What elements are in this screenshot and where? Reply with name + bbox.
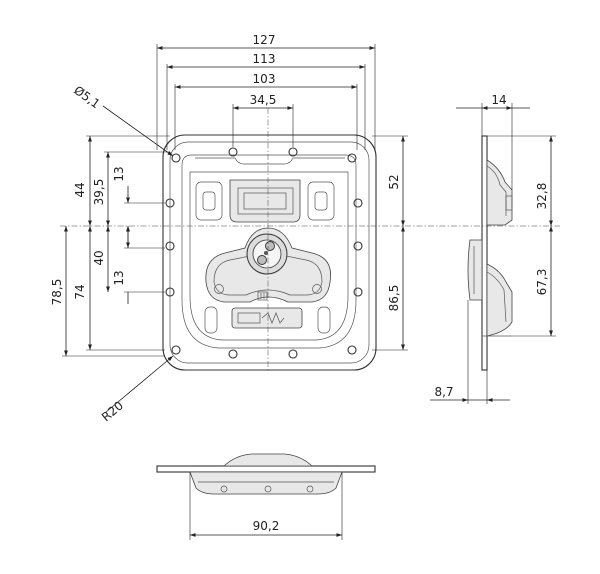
side-dimensions: 14 32,8 67,3 8,7 <box>430 93 553 402</box>
dim-90-2: 90,2 <box>253 519 280 533</box>
outer-plate <box>162 134 377 371</box>
hole-diameter-callout: Ø5,1 <box>71 83 174 157</box>
catch-housing <box>229 179 301 223</box>
dim-32-8: 32,8 <box>535 183 549 210</box>
radius-callout: R20 <box>99 355 174 424</box>
dim-86-5: 86,5 <box>387 285 401 312</box>
bottom-view: 90,2 <box>156 453 376 540</box>
dim-14: 14 <box>491 93 506 107</box>
dim-40: 40 <box>92 250 106 265</box>
mounting-holes <box>165 147 363 359</box>
dim-diameter: Ø5,1 <box>71 83 102 111</box>
dim-113: 113 <box>253 52 276 66</box>
side-view <box>467 103 556 404</box>
dim-103: 103 <box>253 72 276 86</box>
dim-74: 74 <box>73 284 87 299</box>
dim-13-bottom: 13 <box>112 270 126 285</box>
lower-slot <box>231 307 303 329</box>
dim-radius: R20 <box>99 398 126 424</box>
top-dimensions: 127 113 103 34,5 <box>156 33 376 150</box>
front-view <box>60 108 560 372</box>
dim-8-7: 8,7 <box>434 385 453 399</box>
dim-52: 52 <box>387 174 401 189</box>
dim-13-top: 13 <box>112 166 126 181</box>
dim-78-5: 78,5 <box>50 279 64 306</box>
dim-34-5: 34,5 <box>250 93 277 107</box>
dim-67-3: 67,3 <box>535 269 549 296</box>
dim-127: 127 <box>253 33 276 47</box>
left-dimensions: 44 39,5 13 40 13 78,5 74 <box>50 135 170 357</box>
dim-39-5: 39,5 <box>92 179 106 206</box>
right-dimensions: 52 86,5 <box>372 135 408 351</box>
inner-plate-edge <box>169 141 370 364</box>
recessed-tray <box>181 154 357 349</box>
dim-44: 44 <box>73 182 87 197</box>
